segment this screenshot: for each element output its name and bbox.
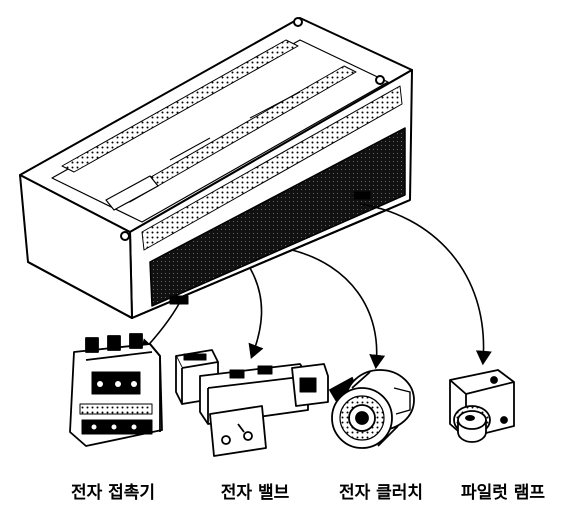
caption-solenoid-valve: 전자 밸브 [220,483,290,503]
magnetic-contactor-icon [70,334,162,446]
caption-electromagnetic-clutch: 전자 클러치 [338,483,424,503]
arrow-to-valve [248,268,264,359]
electromagnetic-clutch-icon [330,370,414,448]
pilot-lamp-icon [450,370,514,442]
caption-magnetic-contactor: 전자 접촉기 [70,483,156,503]
arrow-to-lamp [360,204,492,366]
solenoid-valve-icon [176,350,328,456]
arrow-to-clutch [292,250,386,370]
caption-pilot-lamp: 파일럿 램프 [460,483,546,503]
plc-unit-icon [20,18,412,318]
